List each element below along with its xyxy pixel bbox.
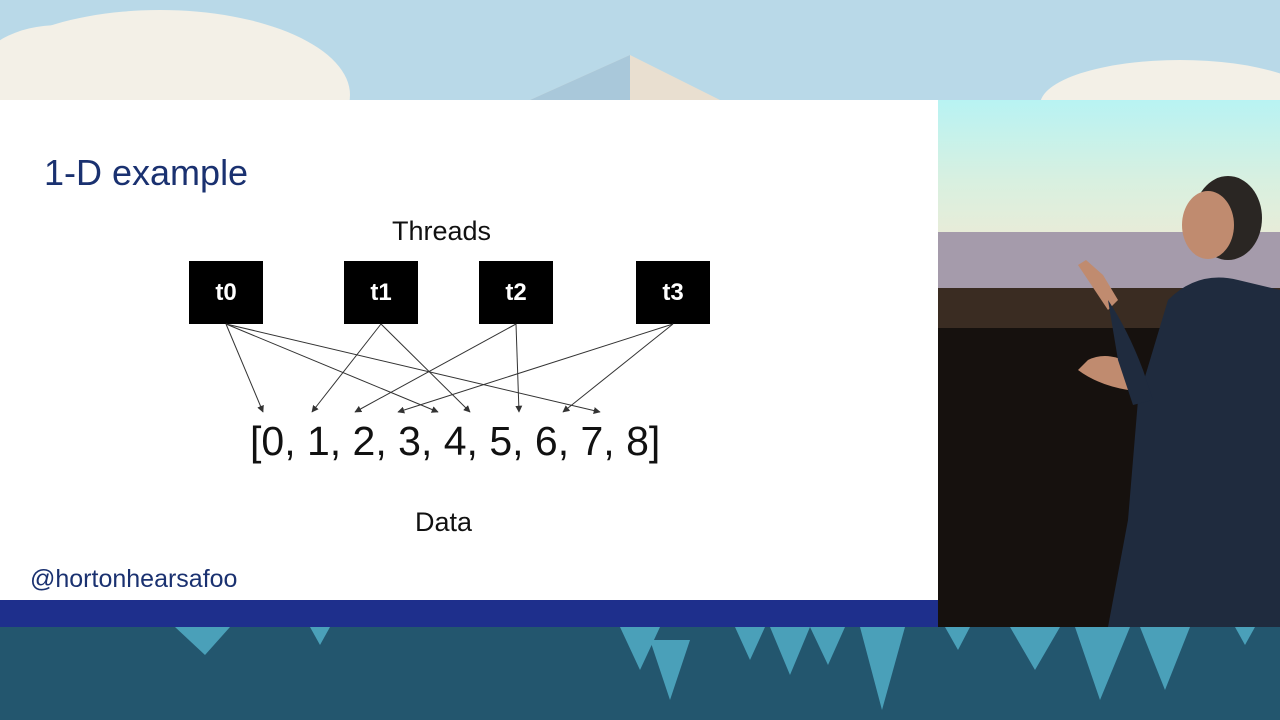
arrow-t3-to-3	[397, 323, 674, 414]
arrow-t2-to-2	[354, 323, 517, 413]
arrow-t1-to-1	[311, 323, 382, 413]
thread-box-t0: t0	[189, 261, 263, 324]
threads-label: Threads	[392, 216, 492, 246]
arrow-t2-to-6	[515, 323, 523, 413]
slide: 1-D example Threads t0 t1 t2 t3 [0, 1, 2…	[0, 100, 938, 627]
speaker-video	[938, 100, 1280, 627]
arrow-t0-to-0	[225, 323, 264, 413]
data-label: Data	[415, 507, 473, 537]
arrow-t1-to-5	[380, 323, 471, 413]
data-array: [0, 1, 2, 3, 4, 5, 6, 7, 8]	[250, 418, 661, 464]
arrow-t0-to-8	[225, 323, 601, 414]
arrow-t0-to-4	[225, 323, 439, 413]
arrow-t3-to-7	[562, 323, 674, 413]
thread-box-t1: t1	[344, 261, 418, 324]
thread-box-t3: t3	[636, 261, 710, 324]
thread-box-t2: t2	[479, 261, 553, 324]
slide-title: 1-D example	[44, 152, 249, 193]
slide-footer-bar	[0, 600, 938, 627]
twitter-handle: @hortonhearsafoo	[30, 565, 238, 593]
